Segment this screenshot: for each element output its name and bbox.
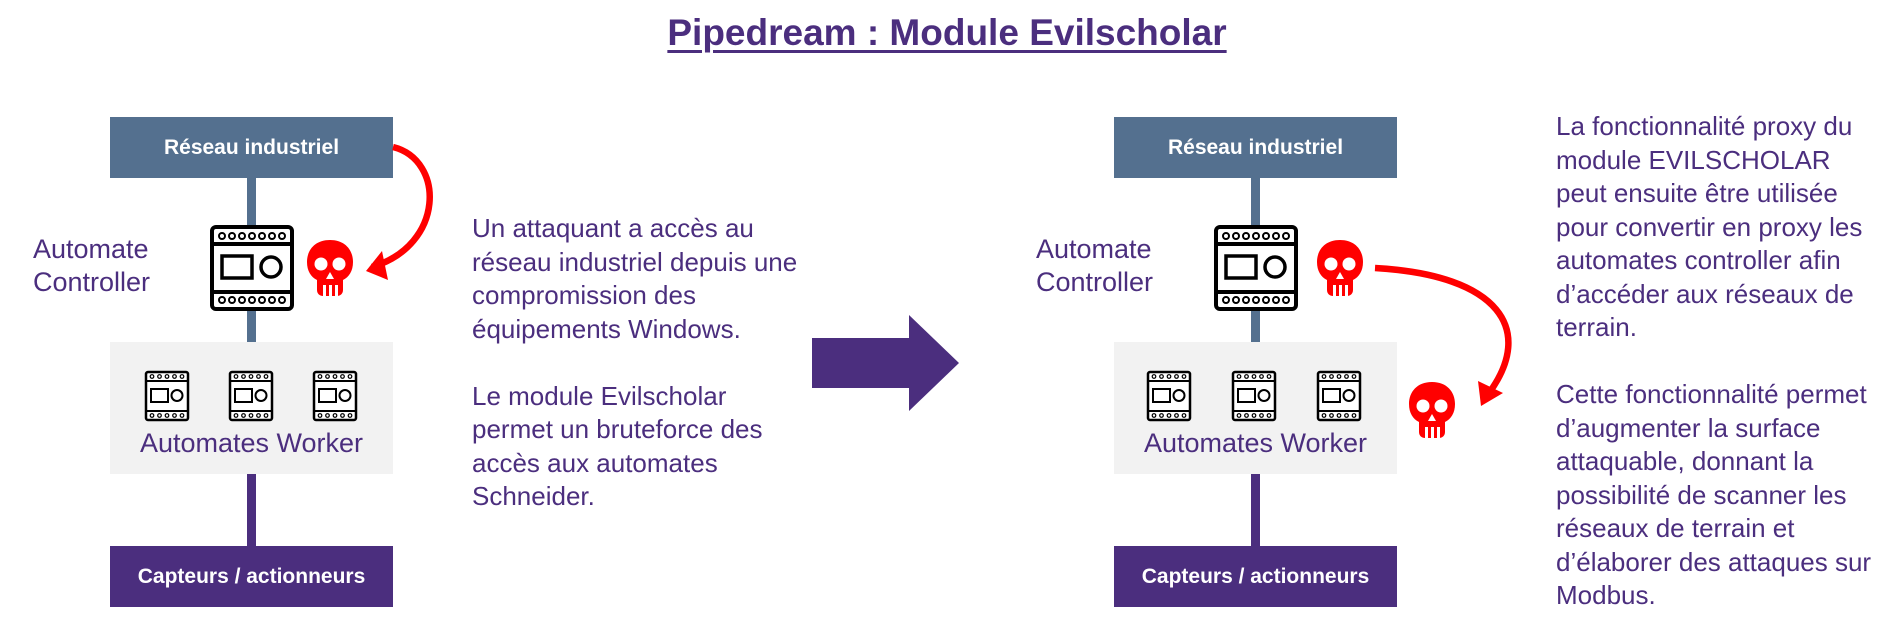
network-link xyxy=(1251,176,1260,229)
field-box: Capteurs / actionneurs xyxy=(1114,546,1397,607)
plc-controller-icon xyxy=(1214,225,1298,311)
network-box: Réseau industriel xyxy=(1114,117,1397,178)
worker-panel: Automates Worker xyxy=(110,342,393,474)
desc-paragraph: Un attaquant a accès au réseau industrie… xyxy=(472,213,798,344)
network-box: Réseau industriel xyxy=(110,117,393,178)
field-box-label: Capteurs / actionneurs xyxy=(1141,564,1370,588)
plc-worker-icon xyxy=(1231,370,1277,422)
plc-controller-icon xyxy=(210,225,294,311)
controller-label-line1: Automate xyxy=(1036,234,1152,264)
plc-worker-icon xyxy=(1146,370,1192,422)
skull-icon xyxy=(1317,240,1363,296)
plc-worker-icon xyxy=(144,370,190,422)
controller-label: Automate Controller xyxy=(1036,233,1153,299)
controller-link xyxy=(1251,308,1260,342)
field-box-label: Capteurs / actionneurs xyxy=(137,564,366,588)
controller-label-line2: Controller xyxy=(33,267,151,297)
controller-link xyxy=(247,308,256,342)
worker-panel: Automates Worker xyxy=(1114,342,1397,474)
controller-label: Automate Controller xyxy=(33,233,150,299)
field-link xyxy=(1251,472,1260,546)
field-link xyxy=(247,472,256,546)
workers-label: Automates Worker xyxy=(139,428,364,458)
left-description: Un attaquant a accès au réseau industrie… xyxy=(472,212,812,514)
plc-worker-icon xyxy=(228,370,274,422)
skull-icon xyxy=(1409,382,1455,438)
right-arrow xyxy=(812,315,959,411)
workers-label: Automates Worker xyxy=(1143,428,1368,458)
field-box: Capteurs / actionneurs xyxy=(110,546,393,607)
network-link xyxy=(247,176,256,229)
page-title: Pipedream : Module Evilscholar xyxy=(667,12,1227,53)
plc-worker-icon xyxy=(312,370,358,422)
controller-label-line1: Automate xyxy=(33,234,149,264)
right-description: La fonctionnalité proxy du module EVILSC… xyxy=(1556,110,1886,613)
network-box-label: Réseau industriel xyxy=(163,135,340,159)
desc-paragraph: Le module Evilscholar permet un brutefor… xyxy=(472,380,763,512)
desc-paragraph: La fonctionnalité proxy du module EVILSC… xyxy=(1556,111,1863,342)
controller-label-line2: Controller xyxy=(1036,267,1154,297)
skull-icon xyxy=(307,240,353,296)
network-box-label: Réseau industriel xyxy=(1167,135,1344,159)
desc-paragraph: Cette fonctionnalité permet d’augmenter … xyxy=(1556,379,1872,610)
plc-worker-icon xyxy=(1316,370,1362,422)
